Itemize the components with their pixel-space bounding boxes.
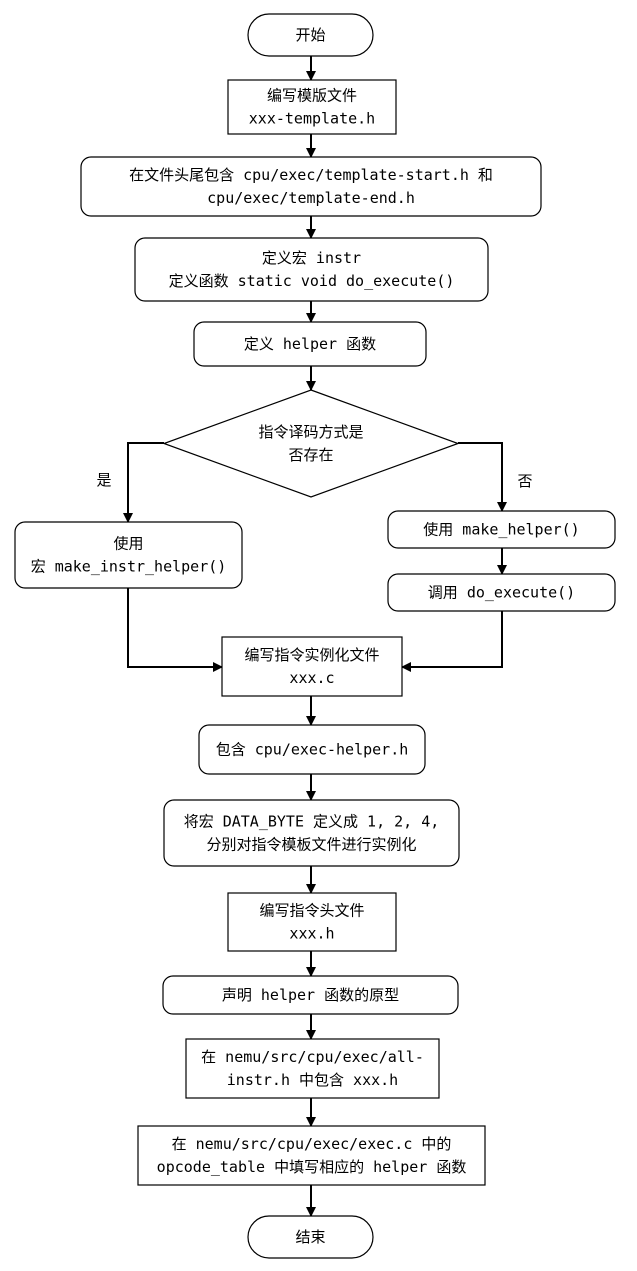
node-text-line: 指令译码方式是 [258,423,363,441]
node-text-line: 分别对指令模板文件进行实例化 [206,836,416,854]
node-include-exec-helper: 包含 cpu/exec-helper.h [198,724,426,775]
node-text-line: instr.h 中包含 xxx.h [227,1071,398,1089]
node-text-line: 定义 helper 函数 [244,335,376,353]
node-write-template: 编写模版文件 xxx-template.h [227,79,397,135]
node-write-instance: 编写指令实例化文件 xxx.c [221,636,403,697]
node-write-header: 编写指令头文件 xxx.h [227,892,397,952]
flow-arrow [127,588,223,672]
node-text-line: opcode_table 中填写相应的 helper 函数 [157,1158,467,1176]
node-shape [387,510,616,549]
branch-label-yes: 是 [96,471,111,489]
node-text-line: 在 nemu/src/cpu/exec/exec.c 中的 [172,1135,452,1153]
node-declare-helper: 声明 helper 函数的原型 [162,975,459,1015]
node-shape [162,389,460,498]
node-text-line: 定义函数 static void do_execute() [169,272,455,290]
node-text-line: 编写指令头文件 [259,902,364,920]
node-text-line: 否存在 [288,446,333,464]
node-shape [221,636,403,697]
node-shape [162,975,459,1015]
flow-arrow [458,442,507,512]
node-end: 结束 [247,1215,374,1259]
node-define-helper: 定义 helper 函数 [193,321,427,367]
node-use-make-helper: 使用 make_helper() [387,510,616,549]
node-text-line: 编写指令实例化文件 [244,646,379,664]
node-text-line: xxx.h [289,925,334,943]
node-define-data-byte: 将宏 DATA_BYTE 定义成 1, 2, 4, 分别对指令模板文件进行实例化 [163,799,460,867]
node-shape [163,799,460,867]
branch-label-no: 否 [517,472,532,490]
node-text-line: 宏 make_instr_helper() [31,558,227,576]
node-text-line: 使用 [113,535,143,553]
flowchart-branch-labels: 是 否 [96,471,532,490]
node-text-line: cpu/exec/template-end.h [207,189,415,207]
node-shape [193,321,427,367]
node-text-line: 结束 [295,1228,325,1246]
node-include-start-end: 在文件头尾包含 cpu/exec/template-start.h 和 cpu/e… [80,156,542,217]
node-shape [134,237,489,302]
node-text-line: 编写模版文件 [267,87,357,105]
node-text-line: 将宏 DATA_BYTE 定义成 1, 2, 4, [184,813,440,831]
node-shape [227,892,397,952]
node-define-macro: 定义宏 instr 定义函数 static void do_execute() [134,237,489,302]
node-shape [185,1038,440,1099]
node-shape [227,79,397,135]
node-text-line: xxx.c [289,669,334,687]
node-shape [80,156,542,217]
node-use-macro: 使用宏 make_instr_helper() [14,521,243,589]
node-text-line: 在文件头尾包含 cpu/exec/template-start.h 和 [129,166,493,184]
node-text-line: 包含 cpu/exec-helper.h [216,741,409,759]
node-include-all-instr: 在 nemu/src/cpu/exec/all-instr.h 中包含 xxx.… [185,1038,440,1099]
node-text-line: 在 nemu/src/cpu/exec/all- [201,1048,424,1066]
node-shape [14,521,243,589]
node-call-do-execute: 调用 do_execute() [387,573,616,612]
node-start: 开始 [247,13,374,57]
node-shape [387,573,616,612]
node-text-line: 调用 do_execute() [428,584,575,602]
node-text-line: 定义宏 instr [262,249,361,267]
flow-arrow [401,611,503,672]
node-shape [198,724,426,775]
node-shape [247,1215,374,1259]
node-text-line: 开始 [295,26,325,44]
flowchart-edges [123,56,507,1217]
node-text-line: xxx-template.h [249,110,375,128]
node-text-line: 使用 make_helper() [423,521,579,539]
node-shape [137,1125,486,1186]
node-text-line: 声明 helper 函数的原型 [222,986,399,1004]
node-shape [247,13,374,57]
node-fill-opcode-table: 在 nemu/src/cpu/exec/exec.c 中的 opcode_tabl… [137,1125,486,1186]
flow-arrow [123,442,164,523]
